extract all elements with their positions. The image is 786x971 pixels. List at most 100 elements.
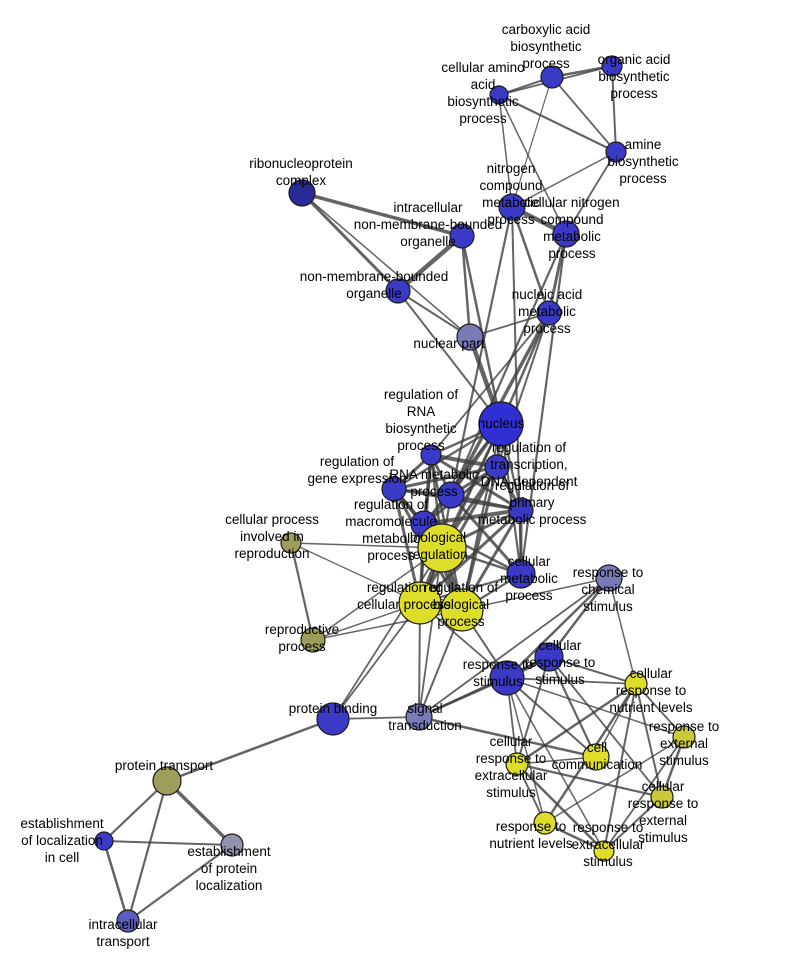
edge-resp_chemical--cell_resp_nutrient[interactable] [608, 577, 637, 685]
edge-resp_stimulus--resp_external[interactable] [506, 677, 685, 738]
edge-intracellular_nmb_organelle--nmb_organelle[interactable] [395, 233, 465, 294]
edge-resp_chemical--reg_biological_process[interactable] [461, 577, 610, 611]
edge-resp_stimulus--cell_resp_nutrient[interactable] [506, 677, 637, 685]
edge-cell_resp_extracellular--resp_extracellular[interactable] [515, 762, 606, 853]
graph-node-rna_metabolic[interactable] [437, 481, 465, 509]
edge-cell_resp_extracellular--cell_resp_external[interactable] [515, 762, 664, 799]
edge-est_localization_cell--est_protein_localization[interactable] [103, 840, 233, 846]
edge-resp_stimulus--resp_chemical[interactable] [505, 576, 611, 680]
edge-cell_resp_nutrient--cell_resp_extracellular[interactable] [515, 682, 638, 766]
edge-nuclear_part--nucleic_acid_metabolic[interactable] [469, 312, 550, 338]
graph-node-reg_primary_metabolic[interactable] [508, 497, 534, 523]
edge-resp_stimulus--cell_communication[interactable] [506, 677, 597, 758]
graph-node-cell_communication[interactable] [582, 743, 610, 771]
edge-cell_resp_nutrient--resp_external[interactable] [635, 683, 685, 738]
edge-cell_resp_nutrient--cell_resp_external[interactable] [635, 683, 663, 798]
graph-node-intracellular_transport[interactable] [116, 909, 140, 933]
edge-ribonucleoprotein_complex--nuclear_part[interactable] [301, 192, 471, 338]
graph-node-signal_transduction[interactable] [405, 703, 433, 731]
graph-node-carboxylic_acid_biosynthetic[interactable] [540, 65, 564, 89]
graph-node-amine_biosynthetic[interactable] [605, 141, 627, 163]
edge-est_protein_localization--intracellular_transport[interactable] [126, 843, 234, 923]
edge-cellular_amino_acid_biosynthetic--cellular_nitrogen_compound_metabolic[interactable] [498, 94, 567, 235]
edge-amine_biosynthetic--cellular_nitrogen_compound_metabolic[interactable] [565, 151, 617, 235]
graph-node-reg_biological_process[interactable] [440, 588, 484, 632]
edge-reg_transcription--reg_gene_expression[interactable] [392, 465, 499, 491]
edge-protein_transport--intracellular_transport[interactable] [126, 779, 169, 923]
graph-node-nucleus[interactable] [478, 401, 524, 447]
graph-node-nmb_organelle[interactable] [385, 278, 411, 304]
graph-node-reg_rna_biosynthetic[interactable] [420, 444, 442, 466]
graph-node-resp_nutrient[interactable] [533, 811, 557, 835]
edge-carboxylic_acid_biosynthetic--nitrogen_compound_metabolic[interactable] [511, 76, 553, 208]
graph-node-protein_binding[interactable] [316, 702, 350, 736]
graph-node-nuclear_part[interactable] [456, 323, 484, 351]
edge-resp_stimulus--resp_nutrient[interactable] [506, 677, 546, 824]
graph-node-resp_external[interactable] [672, 725, 696, 749]
edge-resp_extracellular--cell_resp_external[interactable] [603, 796, 663, 852]
graph-node-resp_stimulus[interactable] [489, 660, 525, 696]
edge-biological_regulation--signal_transduction[interactable] [418, 547, 443, 718]
edge-nmb_organelle--nucleus[interactable] [397, 290, 502, 425]
graph-node-cellular_metabolic[interactable] [506, 559, 536, 589]
graph-node-nucleic_acid_metabolic[interactable] [536, 300, 562, 326]
edge-cell_resp_nutrient--cell_communication[interactable] [595, 683, 637, 758]
edge-resp_stimulus--resp_extracellular[interactable] [506, 677, 605, 852]
graph-node-cell_proc_reproduction[interactable] [280, 532, 302, 554]
edge-protein_binding--protein_transport[interactable] [165, 717, 335, 783]
edge-intracellular_nmb_organelle--nuclear_part[interactable] [460, 234, 472, 339]
edge-cell_proc_reproduction--reg_cellular_process[interactable] [290, 542, 421, 604]
edge-reg_transcription--reg_biological_process[interactable] [460, 465, 499, 612]
graph-node-cell_resp_extracellular[interactable] [505, 752, 529, 776]
graph-node-biological_regulation[interactable] [417, 523, 467, 573]
edge-cell_resp_stimulus--cell_resp_external[interactable] [548, 656, 663, 798]
graph-node-reg_transcription[interactable] [484, 454, 510, 480]
graph-node-resp_extracellular[interactable] [593, 840, 615, 862]
graph-node-reg_cellular_process[interactable] [398, 581, 442, 625]
edge-cellular_amino_acid_biosynthetic--amine_biosynthetic[interactable] [497, 93, 618, 154]
edge-nucleic_acid_metabolic--reg_rna_biosynthetic[interactable] [430, 312, 550, 456]
edge-cell_proc_reproduction--biological_regulation[interactable] [290, 542, 443, 549]
edge-protein_binding--reg_cellular_process[interactable] [332, 602, 421, 720]
edge-cell_resp_stimulus--cell_communication[interactable] [547, 655, 598, 759]
graph-node-ribonucleoprotein_complex[interactable] [288, 179, 316, 207]
edge-rna_metabolic--cellular_metabolic[interactable] [449, 493, 523, 576]
edge-est_localization_cell--intracellular_transport[interactable] [102, 839, 130, 923]
graph-node-cellular_amino_acid_biosynthetic[interactable] [489, 85, 509, 105]
edge-signal_transduction--cell_communication[interactable] [417, 715, 598, 759]
edge-resp_external--resp_nutrient[interactable] [544, 736, 685, 824]
graph-node-reg_gene_expression[interactable] [381, 476, 407, 502]
edge-carboxylic_acid_biosynthetic--amine_biosynthetic[interactable] [551, 76, 617, 153]
edge-signal_transduction--resp_chemical[interactable] [418, 577, 610, 718]
graph-node-cell_resp_nutrient[interactable] [624, 672, 648, 696]
edge-cellular_nitrogen_compound_metabolic--rna_metabolic[interactable] [449, 232, 568, 497]
edge-cellular_amino_acid_biosynthetic--nitrogen_compound_metabolic[interactable] [498, 94, 513, 208]
graph-node-cell_resp_stimulus[interactable] [534, 642, 564, 672]
edge-ribonucleoprotein_complex--nmb_organelle[interactable] [300, 191, 400, 293]
edge-nitrogen_compound_metabolic--nucleic_acid_metabolic[interactable] [510, 205, 551, 315]
edge-reg_primary_metabolic--reg_macromolecule_metabolic[interactable] [422, 508, 523, 526]
graph-node-resp_chemical[interactable] [595, 564, 623, 592]
edge-cell_resp_stimulus--resp_chemical[interactable] [547, 576, 611, 659]
edge-organic_acid_biosynthetic--amine_biosynthetic[interactable] [611, 65, 617, 153]
edge-ribonucleoprotein_complex--intracellular_nmb_organelle[interactable] [300, 191, 464, 238]
edge-amine_biosynthetic--nitrogen_compound_metabolic[interactable] [511, 151, 617, 208]
graph-node-nitrogen_compound_metabolic[interactable] [498, 193, 526, 221]
edge-reproductive_process--biological_regulation[interactable] [312, 547, 443, 641]
edge-cell_resp_stimulus--cell_resp_extracellular[interactable] [516, 656, 550, 765]
graph-node-reproductive_process[interactable] [300, 627, 326, 653]
edge-cell_proc_reproduction--reproductive_process[interactable] [289, 541, 315, 642]
graph-node-cellular_nitrogen_compound_metabolic[interactable] [552, 220, 580, 248]
edge-cell_resp_stimulus--signal_transduction[interactable] [417, 655, 551, 719]
graph-node-protein_transport[interactable] [152, 766, 182, 796]
edge-protein_binding--biological_regulation[interactable] [332, 547, 443, 720]
edge-protein_transport--est_protein_localization[interactable] [165, 779, 234, 847]
graph-node-cell_resp_external[interactable] [650, 785, 674, 809]
edge-cell_resp_nutrient--resp_extracellular[interactable] [603, 683, 637, 852]
edge-cell_resp_stimulus--cell_resp_nutrient[interactable] [548, 656, 637, 685]
edge-nucleus--cellular_metabolic[interactable] [499, 422, 523, 576]
graph-node-est_protein_localization[interactable] [220, 833, 244, 857]
edge-nmb_organelle--nuclear_part[interactable] [397, 290, 471, 338]
graph-node-organic_acid_biosynthetic[interactable] [601, 55, 623, 77]
